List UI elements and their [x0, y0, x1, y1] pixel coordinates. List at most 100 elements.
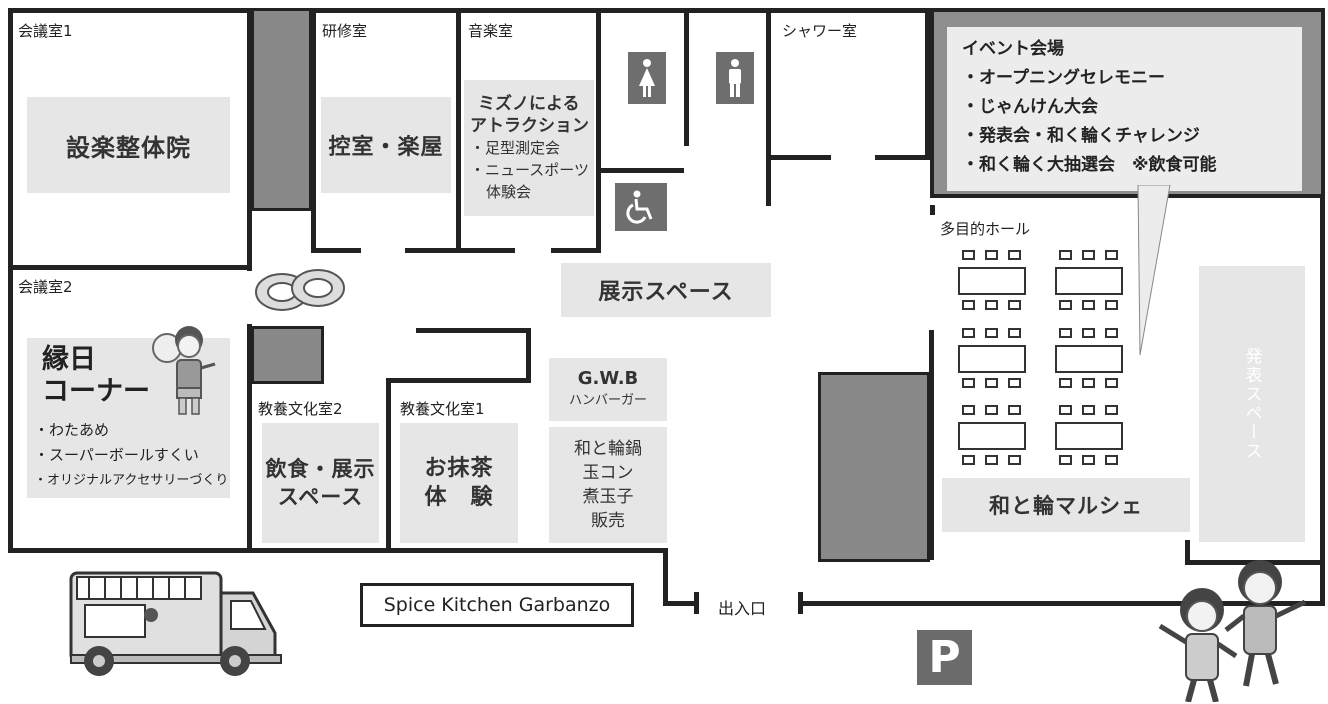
room-name: 会議室1 [18, 22, 73, 40]
wato-booth: 和と輪鍋 玉コン 煮玉子 販売 [549, 427, 667, 543]
cotton-candy-boy-icon [152, 326, 216, 415]
wall [663, 548, 668, 606]
wall [771, 155, 831, 160]
table-set [1055, 328, 1123, 402]
room-name: シャワー室 [782, 22, 858, 40]
event-venue-panel [947, 27, 1302, 191]
event-line: イベント会場 [962, 39, 1064, 59]
wall [694, 592, 699, 614]
exhibit-space-label: 展示スペース [598, 280, 734, 305]
wall [8, 548, 668, 553]
ennichi-title-line: コーナー [42, 376, 150, 407]
wato-line: 玉コン [582, 463, 634, 483]
table-set [1055, 405, 1123, 479]
room-content-line: スペース [277, 485, 364, 509]
room-content-line: 飲食・展示 [265, 457, 376, 481]
marche-space-label: 和と輪マルシェ [989, 494, 1143, 518]
dancing-people-icon [1158, 560, 1307, 702]
female-restroom-icon [628, 52, 666, 104]
speech-tail [1137, 185, 1171, 356]
pillar [251, 8, 312, 211]
event-line: ・じゃんけん大会 [962, 97, 1098, 117]
kitchen-sign: Spice Kitchen Garbanzo [360, 583, 634, 627]
wall [526, 328, 531, 383]
table-set [958, 250, 1026, 324]
parking-icon: P [917, 630, 972, 685]
stage-space: 発表スペース [1199, 266, 1305, 542]
room-name: 教養文化室2 [258, 400, 343, 418]
wall [663, 601, 698, 606]
ennichi-title: 縁日 コーナー [42, 344, 150, 408]
room-content-line: ・ニュースポーツ [470, 161, 589, 179]
room-content-label: 控室・楽屋 [328, 135, 444, 160]
wall [875, 155, 930, 160]
wheelchair-icon [615, 183, 667, 231]
ennichi-list: ・わたあめ ・スーパーボールすくい ・オリジナルアクセサリーづくり [34, 418, 228, 493]
room-content: 飲食・展示 スペース [262, 423, 379, 543]
room-name: 音楽室 [468, 22, 514, 40]
male-restroom-icon [716, 52, 754, 104]
list-item: ・わたあめ [34, 421, 110, 439]
wall [1320, 195, 1325, 605]
wall [930, 205, 935, 215]
table-set [958, 328, 1026, 402]
event-venue-text: イベント会場 ・オープニングセレモニー ・じゃんけん大会 ・発表会・和く輪くチャ… [962, 35, 1217, 180]
wall [386, 378, 391, 552]
room-content: 控室・楽屋 [321, 97, 451, 193]
room-content-line: ・足型測定会 [470, 139, 561, 157]
wall [311, 248, 361, 253]
room-name: 教養文化室1 [400, 400, 485, 418]
room-content: お抹茶 体 験 [400, 423, 518, 543]
wall [684, 8, 689, 146]
room-content-line: ミズノによる [478, 94, 580, 114]
marche-space: 和と輪マルシェ [942, 478, 1190, 532]
wall [929, 330, 934, 560]
wall [8, 8, 13, 553]
wall [1185, 540, 1190, 564]
room-name: 多目的ホール [940, 220, 1031, 238]
wall [386, 378, 531, 383]
stage-space-label: 発表スペース [1241, 347, 1262, 461]
wall [247, 8, 252, 271]
room-name: 会議室2 [18, 278, 73, 296]
exhibit-space: 展示スペース [561, 263, 771, 317]
wato-line: 販売 [591, 511, 625, 531]
room-content: ミズノによる アトラクション ・足型測定会 ・ニュースポーツ 体験会 [464, 80, 594, 216]
pillar [251, 326, 324, 384]
wall [596, 8, 601, 253]
gwb-booth: G.W.B ハンバーガー [549, 358, 667, 421]
wall [798, 601, 1325, 606]
gwb-line: ハンバーガー [568, 392, 647, 408]
room-name: 研修室 [322, 22, 368, 40]
food-truck-icon [69, 571, 282, 676]
wall [8, 8, 930, 13]
wall [925, 8, 930, 160]
gwb-line: G.W.B [577, 367, 639, 389]
event-line: ・オープニングセレモニー [962, 68, 1165, 88]
table-set [958, 405, 1026, 479]
kitchen-sign-label: Spice Kitchen Garbanzo [383, 594, 611, 616]
parking-icon-label: P [928, 631, 961, 683]
wall [766, 8, 771, 206]
wall [416, 328, 531, 333]
ennichi-title-line: 縁日 [42, 344, 96, 375]
room-content: 設楽整体院 [27, 97, 230, 193]
room-content-line: 体験会 [486, 183, 532, 201]
wall [551, 248, 601, 253]
wall [456, 8, 461, 253]
wato-line: 和と輪鍋 [574, 439, 642, 459]
list-item: ・スーパーボールすくい [34, 446, 199, 464]
event-line: ・発表会・和く輪くチャレンジ [962, 126, 1200, 146]
entrance-label: 出入口 [718, 599, 767, 618]
wato-line: 煮玉子 [582, 487, 634, 507]
wall [601, 168, 684, 173]
room-content-line: お抹茶 [424, 456, 494, 481]
wall [8, 265, 250, 270]
wall [247, 324, 252, 552]
table-set [1055, 250, 1123, 324]
room-content-label: 設楽整体院 [66, 133, 191, 162]
event-line: ・和く輪く大抽選会 ※飲食可能 [962, 155, 1217, 175]
room-content-line: アトラクション [470, 116, 589, 136]
wall [311, 8, 316, 253]
